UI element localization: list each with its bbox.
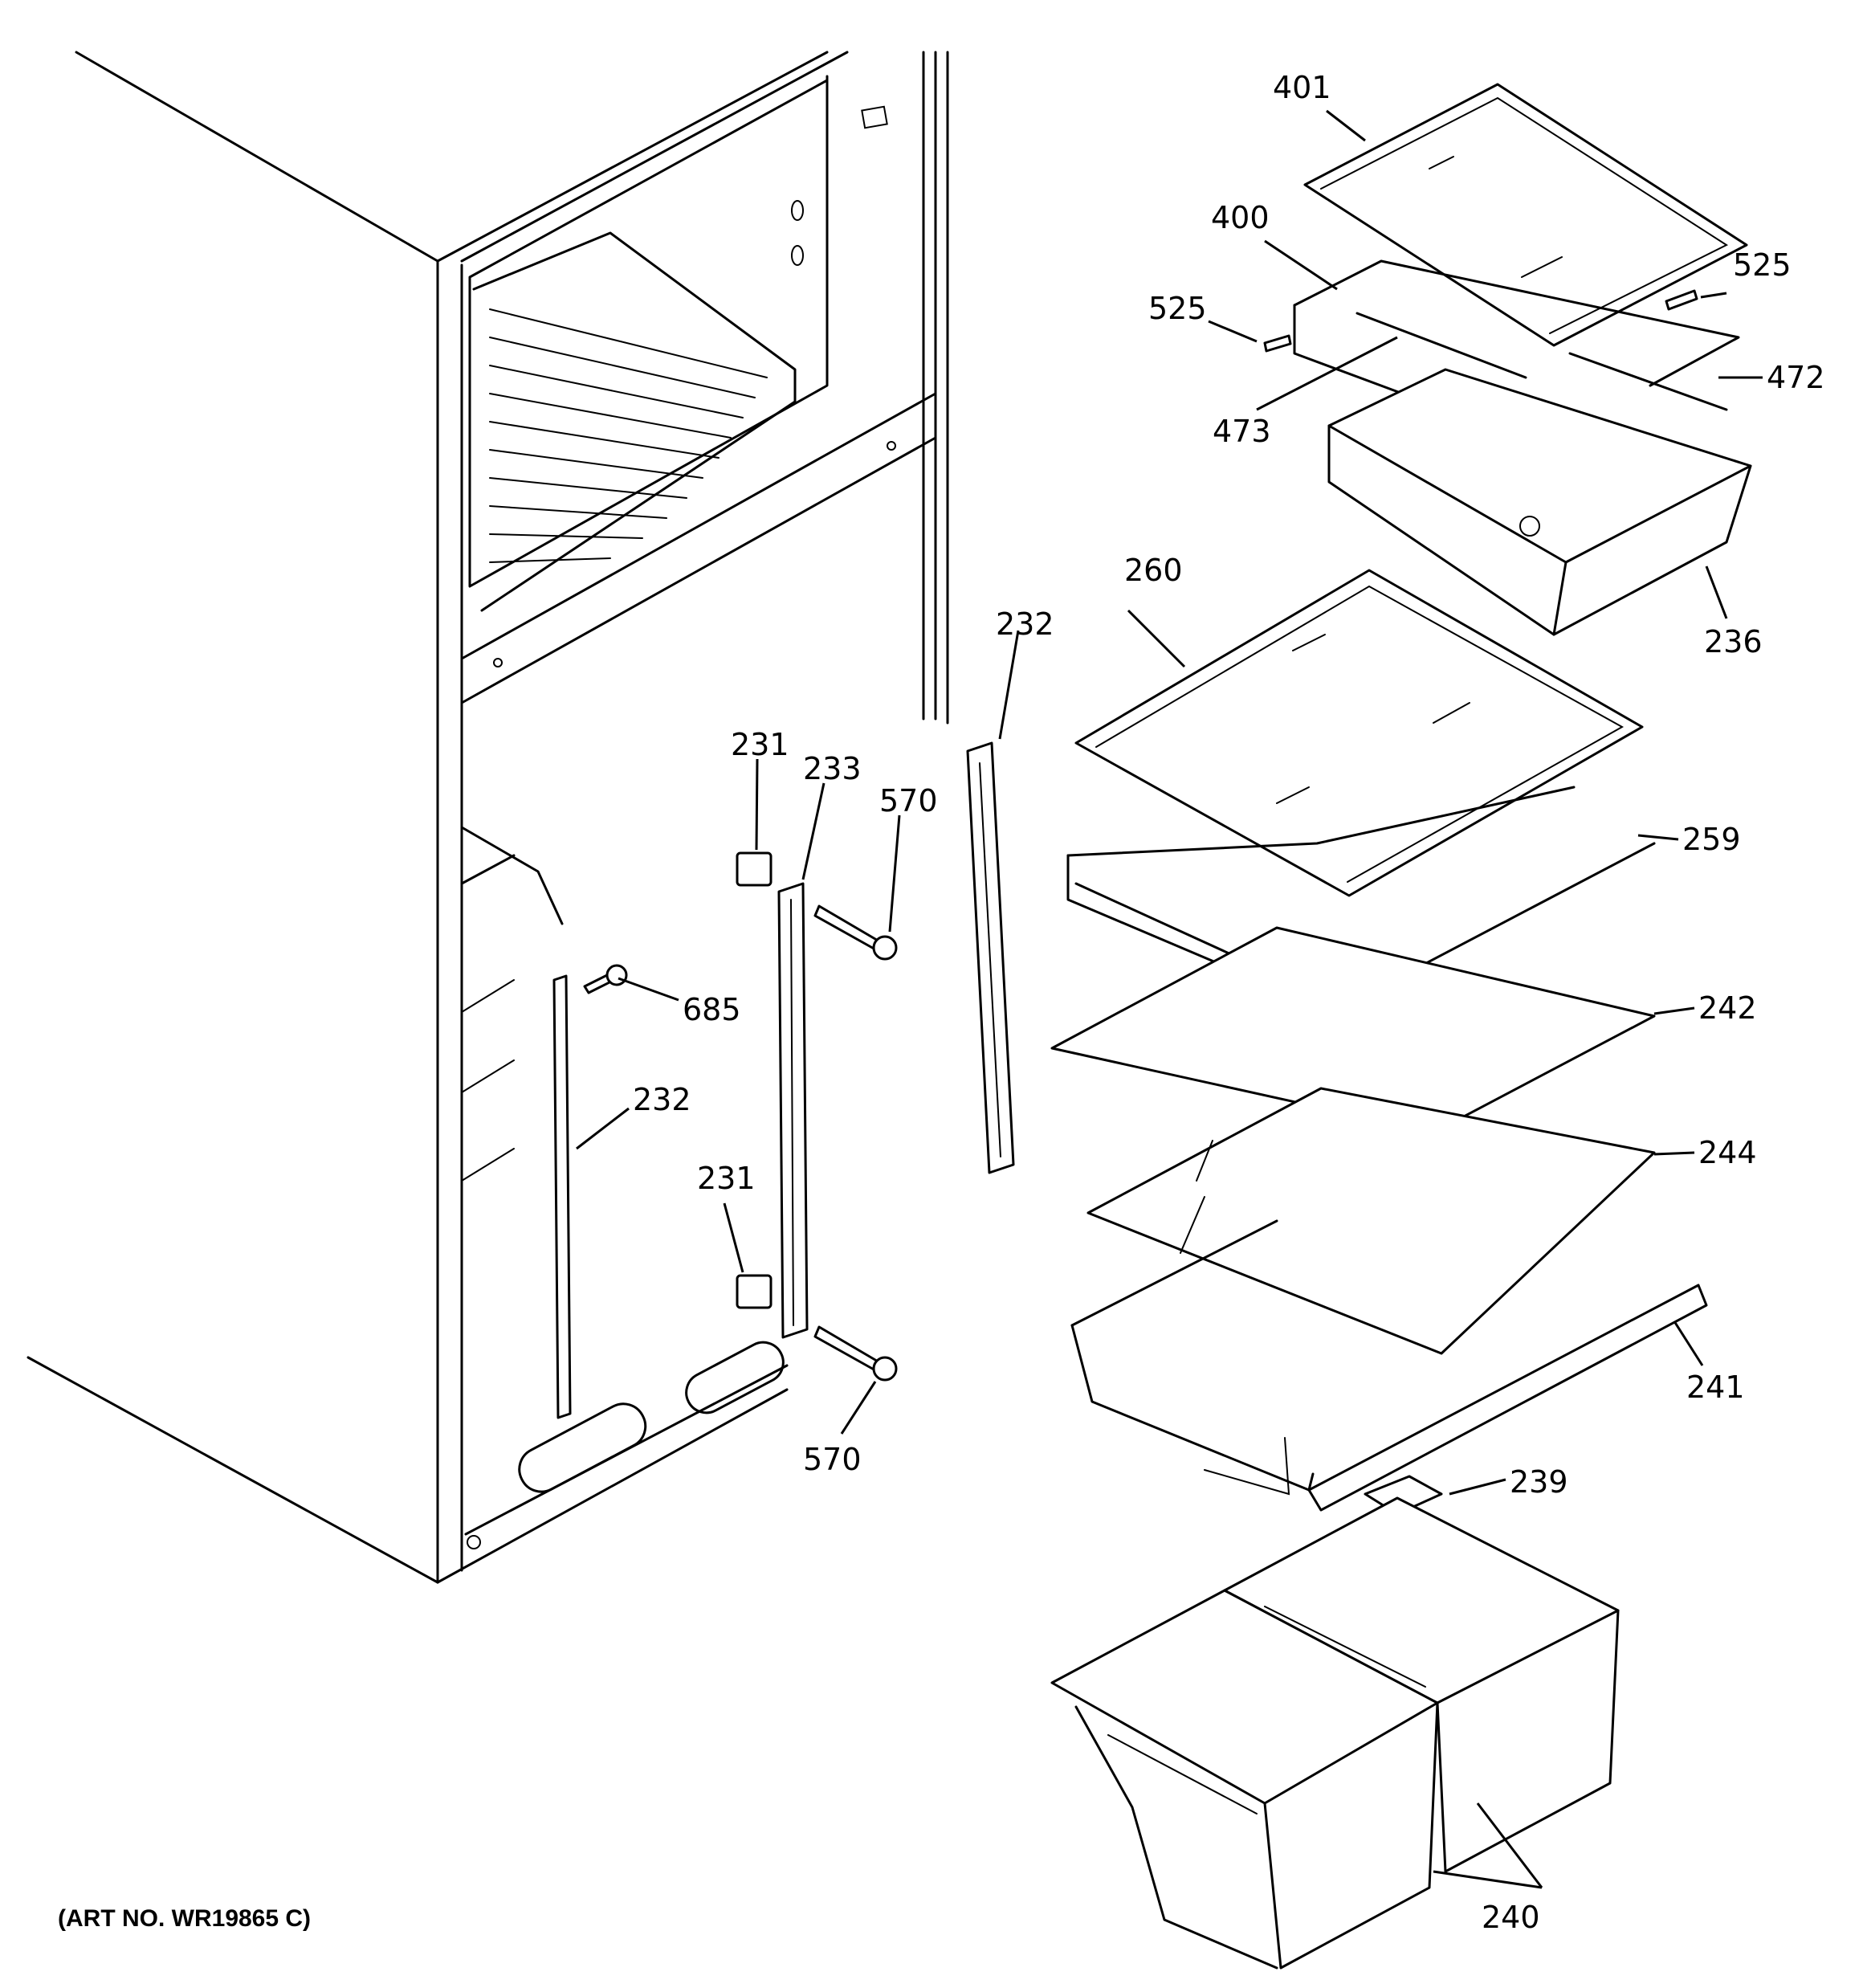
glass-shelf-260 [1074,569,1644,897]
callout-570-upper: 570 [879,783,938,818]
callout-233: 233 [803,751,862,786]
callout-401: 401 [1273,70,1331,105]
shelf-rail-232-left [552,974,572,1419]
callout-231-lower: 231 [697,1161,756,1196]
callout-231-upper: 231 [731,727,789,762]
screw-525-left [1263,334,1292,353]
screw-570-lower [813,1325,898,1382]
screw-525-right [1665,289,1698,311]
snack-pan-236 [1327,368,1752,636]
callout-570-lower: 570 [803,1442,862,1477]
callout-241: 241 [1686,1370,1745,1405]
callout-232-left: 232 [633,1082,691,1117]
leader-lines [576,109,1763,1889]
clip-231-upper [736,851,773,887]
callout-525-right: 525 [1733,247,1792,283]
shelf-rail-233 [777,882,809,1339]
crisper-frame-241 [1070,1219,1708,1512]
callout-239: 239 [1510,1464,1568,1500]
callout-242: 242 [1698,990,1757,1026]
callout-473: 473 [1213,414,1271,449]
shelf-rail-232-right [966,741,1015,1174]
callout-472: 472 [1767,360,1825,395]
glass-shelf-401 [1303,83,1748,347]
art-number: (ART NO. WR19865 C) [58,1905,311,1932]
callout-232-right: 232 [996,606,1054,642]
callout-244: 244 [1698,1135,1757,1170]
callout-259: 259 [1682,822,1741,857]
crisper-drawer-240-right [1223,1496,1620,1873]
callout-260: 260 [1124,553,1183,588]
callout-240: 240 [1482,1900,1540,1935]
screw-570-upper [813,904,898,961]
callout-685: 685 [683,992,741,1027]
callout-525-left: 525 [1148,291,1207,326]
callout-236: 236 [1704,624,1763,659]
callout-400: 400 [1211,200,1270,235]
refrigerator-cabinet [26,51,949,1584]
clip-231-lower [736,1274,773,1309]
rail-473 [1355,312,1527,379]
rail-472 [1568,352,1728,411]
glass-insert-244 [1086,1087,1656,1355]
callout-labels: 401 400 525 525 472 473 236 260 232 231 … [633,70,1825,1935]
